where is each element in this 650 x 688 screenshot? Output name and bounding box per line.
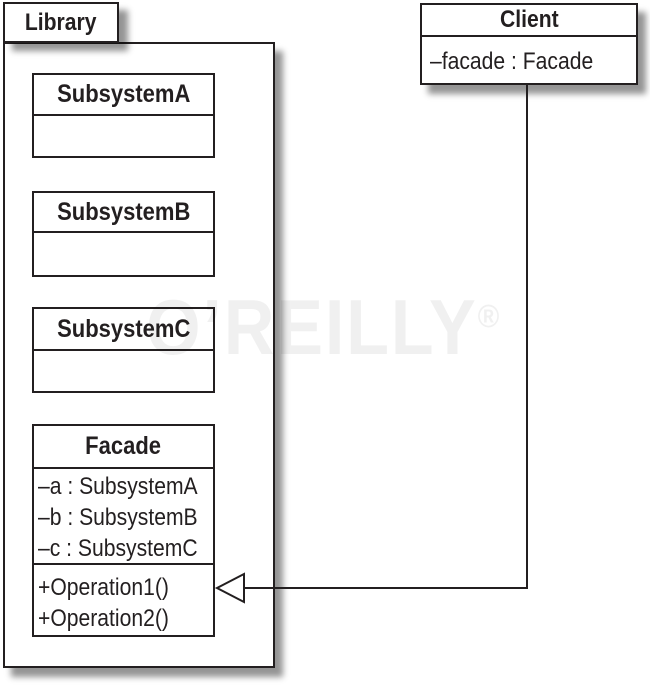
class-name: SubsystemB — [56, 197, 191, 226]
attribute-row: –facade : Facade — [430, 47, 594, 75]
class-name-compartment: SubsystemC — [34, 309, 213, 351]
attribute-row: –b : SubsystemB — [38, 504, 198, 531]
attribute-row: –a : SubsystemA — [38, 473, 198, 500]
class-name: Client — [499, 6, 559, 33]
class-name-compartment: Facade — [34, 426, 213, 469]
class-name-compartment: SubsystemA — [34, 75, 213, 116]
class-client: Client –facade : Facade — [420, 3, 638, 85]
operation-row: +Operation2() — [38, 605, 169, 632]
attribute-row: –c : SubsystemC — [38, 535, 198, 562]
class-subsystemB: SubsystemB — [32, 191, 215, 277]
class-subsystemA: SubsystemA — [32, 73, 215, 158]
operation-row: +Operation1() — [38, 574, 169, 601]
class-facade: Facade –a : SubsystemA –b : SubsystemB –… — [32, 424, 215, 637]
attributes-compartment: –facade : Facade — [422, 37, 636, 85]
class-name: SubsystemC — [56, 314, 191, 343]
package-label: Library — [25, 8, 97, 36]
registered-mark: ® — [477, 297, 500, 334]
class-name: SubsystemA — [56, 80, 191, 108]
package-tab-library: Library — [3, 2, 119, 43]
connector-line — [244, 85, 528, 589]
class-subsystemC: SubsystemC — [32, 307, 215, 393]
class-name-compartment: Client — [422, 5, 636, 37]
class-name-compartment: SubsystemB — [34, 193, 213, 233]
class-name: Facade — [85, 432, 162, 460]
operations-compartment: +Operation1() +Operation2() — [34, 565, 213, 637]
attributes-compartment: –a : SubsystemA –b : SubsystemB –c : Sub… — [34, 469, 213, 565]
